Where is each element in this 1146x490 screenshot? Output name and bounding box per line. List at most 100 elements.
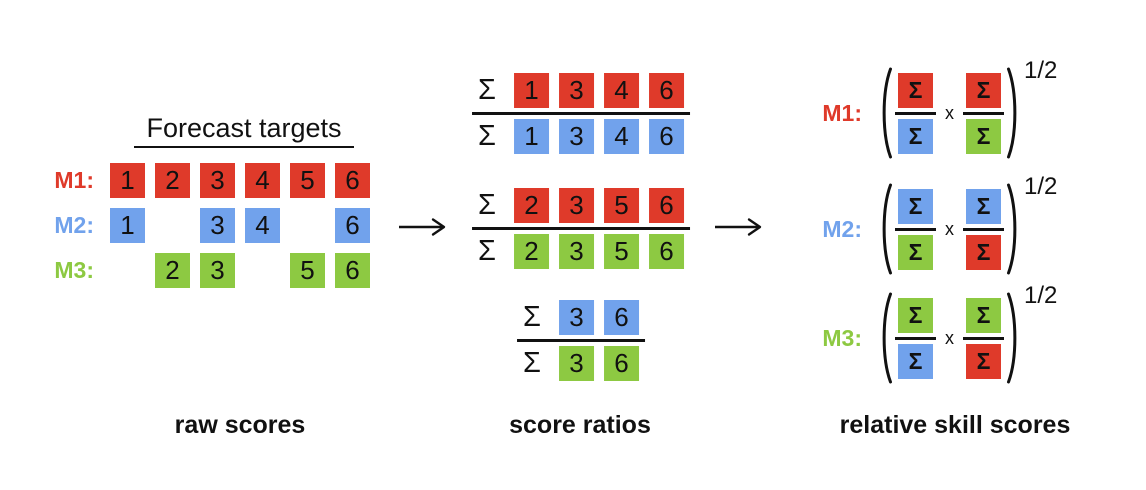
arrow-right-icon [715,218,762,236]
empty-slot [155,208,190,243]
multiply-sign: x [945,218,954,239]
fraction-bar [517,339,645,342]
fraction-bar [895,336,936,340]
score-box: 6 [648,188,684,223]
sigma-box: Σ [898,234,933,270]
score-box: 3 [558,234,594,269]
fraction-bar [472,227,690,230]
multiply-sign: x [945,327,954,348]
score-box: 4 [245,163,280,198]
open-paren [882,183,892,275]
sigma-symbol: Σ [478,235,496,267]
score-box: 1 [513,119,549,154]
score-box: 2 [513,234,549,269]
score-box: 2 [513,188,549,223]
open-paren [882,292,892,384]
caption-raw-scores: raw scores [174,411,306,439]
empty-slot [290,208,325,243]
score-box: 1 [513,73,549,108]
score-box: 4 [603,119,639,154]
fraction-bar [963,227,1004,231]
score-box: 4 [603,73,639,108]
exponent: 1/2 [1024,282,1058,309]
score-box: 3 [558,119,594,154]
sigma-box: Σ [898,118,933,154]
exponent: 1/2 [1024,57,1058,84]
model-label: M2: [822,215,862,242]
score-box: 3 [558,73,594,108]
score-box: 3 [558,300,594,335]
score-box: 5 [603,188,639,223]
score-box: 6 [335,253,370,288]
sigma-symbol: Σ [478,120,496,152]
sigma-symbol: Σ [478,189,496,221]
score-box: 2 [155,163,190,198]
fraction-bar [963,111,1004,115]
score-box: 6 [335,163,370,198]
model-label: M3: [54,257,94,283]
score-box: 6 [648,234,684,269]
model-label: M1: [822,99,862,126]
sigma-box: Σ [966,188,1001,224]
score-box: 6 [648,119,684,154]
exponent: 1/2 [1024,173,1058,200]
score-box: 5 [290,253,325,288]
model-label: M2: [54,212,94,238]
score-box: 3 [200,163,235,198]
sigma-box: Σ [898,188,933,224]
fraction-bar [963,336,1004,340]
score-box: 6 [648,73,684,108]
fraction-bar [472,112,690,115]
sigma-box: Σ [966,118,1001,154]
sigma-box: Σ [966,343,1001,379]
score-box: 1 [110,208,145,243]
model-label: M3: [822,324,862,351]
sigma-box: Σ [966,72,1001,108]
fraction-bar [895,111,936,115]
empty-slot [110,253,145,288]
sigma-symbol: Σ [478,74,496,106]
model-label: M1: [54,167,94,193]
empty-slot [245,253,280,288]
score-box: 1 [110,163,145,198]
open-paren [882,67,892,159]
caption-relative-skill-scores: relative skill scores [839,411,1071,439]
caption-score-ratios: score ratios [509,411,651,439]
score-box: 3 [200,208,235,243]
sigma-symbol: Σ [523,347,541,379]
score-box: 2 [155,253,190,288]
sigma-box: Σ [966,297,1001,333]
sigma-box: Σ [898,72,933,108]
close-paren [1007,67,1017,159]
sigma-box: Σ [898,343,933,379]
score-box: 5 [603,234,639,269]
sigma-box: Σ [966,234,1001,270]
forecast-targets-title: Forecast targets [134,113,354,148]
